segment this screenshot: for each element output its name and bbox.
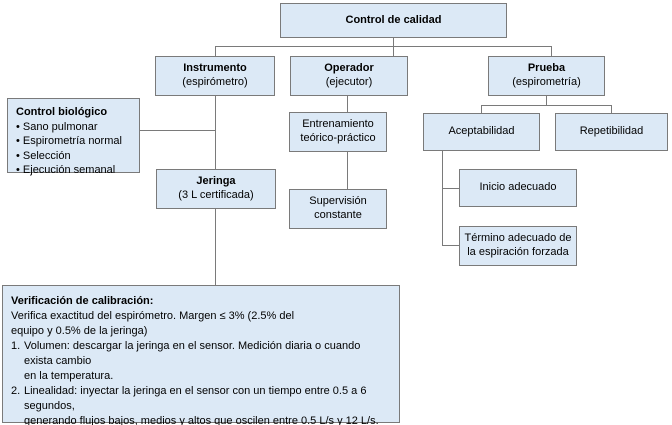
node-label: Término adecuado de la espiración forzad… [464,232,572,258]
list-item-number: 2. [11,385,21,397]
node-label: Aceptabilidad [448,125,515,138]
bullet-item: • Ejecución semanal [16,164,116,176]
node-title: Jeringa [196,175,236,188]
node-instrumento: Instrumento (espirómetro) [155,56,275,96]
node-label: Supervisión constante [309,195,367,221]
node-subtitle: (espirómetro) [182,76,248,88]
bullet-item: • Espirometría normal [16,135,122,147]
node-subtitle: (ejecutor) [325,76,373,88]
node-repetibilidad: Repetibilidad [555,113,668,151]
list-item-number: 1. [11,340,21,352]
list-item-text: Linealidad: inyectar la jeringa en el se… [24,385,379,425]
node-jeringa: Jeringa (3 L certificada) [156,169,276,209]
node-subtitle: (espirometría) [512,76,581,88]
node-control-de-calidad: Control de calidad [280,3,507,38]
node-inicio-adecuado: Inicio adecuado [459,169,577,207]
node-title: Prueba [527,62,566,75]
node-termino-adecuado: Término adecuado de la espiración forzad… [459,226,577,266]
list-item-text: Volumen: descargar la jeringa en el sens… [24,340,361,382]
bullet-item: • Sano pulmonar [16,120,98,133]
bullet-item: • Selección [16,149,71,162]
node-operador: Operador (ejecutor) [290,56,408,96]
node-label: Inicio adecuado [479,181,557,194]
node-control-biologico: Control biológico • Sano pulmonar • Espi… [7,98,140,176]
node-verificacion-calibracion: Verificación de calibración: Verifica ex… [2,285,400,425]
box-title: Control biológico [16,106,108,118]
node-entrenamiento: Entrenamiento teórico-práctico [289,112,387,152]
node-label: Repetibilidad [579,125,644,138]
intro-text: Verifica exactitud del espirómetro. Marg… [11,310,295,337]
node-prueba: Prueba (espirometría) [488,56,605,96]
node-subtitle: (3 L certificada) [178,189,254,201]
node-label: Control de calidad [345,13,442,26]
list-item: 2. Linealidad: inyectar la jeringa en el… [11,384,391,425]
box-title: Verificación de calibración: [11,295,154,307]
node-title: Operador [324,62,374,75]
list-item: 1. Volumen: descargar la jeringa en el s… [11,339,391,384]
node-aceptabilidad: Aceptabilidad [423,113,540,151]
node-title: Instrumento [183,62,247,75]
node-label: Entrenamiento teórico-práctico [300,118,376,144]
node-supervision: Supervisión constante [289,189,387,229]
